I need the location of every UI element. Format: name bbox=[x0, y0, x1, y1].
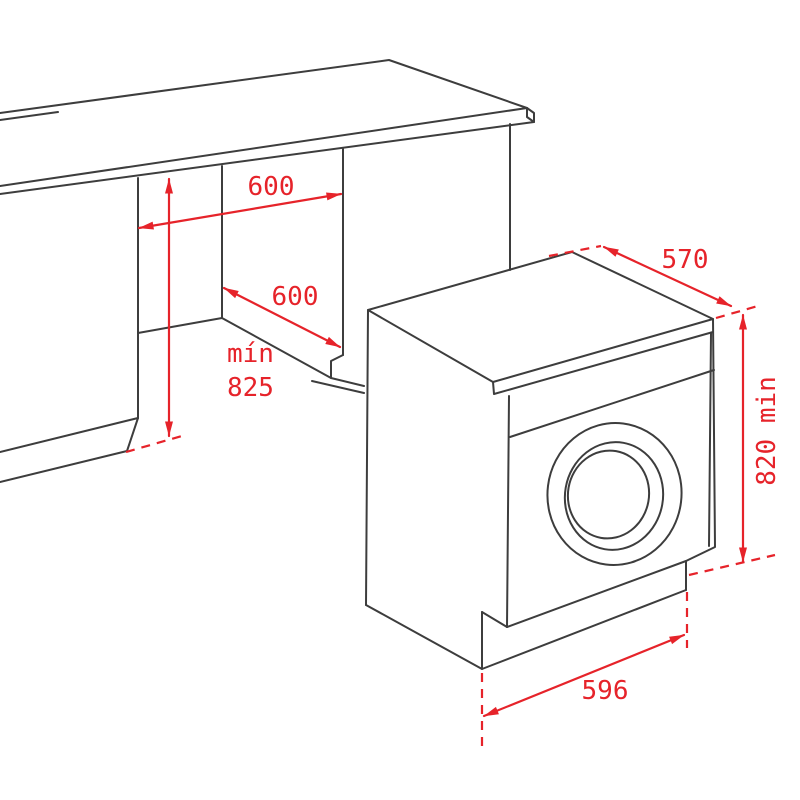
machine-front-panel-left-edge bbox=[506, 395, 510, 628]
niche-height-label-line2: 825 bbox=[227, 373, 274, 403]
left-cabinet-bottom-edge bbox=[0, 417, 139, 453]
machine-width-arrow bbox=[482, 633, 686, 718]
dimension-machine-depth: 570 bbox=[548, 244, 759, 320]
dimension-machine-width: 596 bbox=[480, 592, 689, 747]
countertop-back-and-end-edge bbox=[0, 59, 528, 114]
left-cabinet-kickboard bbox=[0, 417, 139, 483]
machine-front-panel-bottom-edge bbox=[506, 560, 687, 628]
countertop-back-thickness-edge bbox=[0, 111, 59, 121]
niche-height-label-line1: mín bbox=[227, 339, 274, 369]
kitchen-counter bbox=[0, 59, 535, 483]
machine-height-label: 820 min bbox=[752, 376, 782, 486]
dimension-niche-height: mín 825 bbox=[125, 177, 274, 454]
countertop-end-cap bbox=[526, 107, 535, 123]
countertop-front-bottom-edge bbox=[0, 121, 535, 195]
machine-height-floor-extension bbox=[688, 553, 776, 577]
dimension-machine-height: 820 min bbox=[688, 313, 782, 577]
countertop-front-top-edge bbox=[0, 107, 528, 187]
niche-height-floor-extension bbox=[125, 434, 183, 454]
machine-control-panel-bottom-edge bbox=[509, 369, 715, 438]
washing-machine bbox=[365, 251, 716, 670]
door-inner-ring bbox=[563, 441, 665, 551]
machine-back-left-edge bbox=[365, 309, 369, 606]
dimension-niche-depth: 600 bbox=[222, 282, 342, 349]
niche-depth-label: 600 bbox=[272, 282, 319, 312]
door-outer-ring bbox=[546, 422, 683, 566]
machine-width-label: 596 bbox=[582, 676, 629, 706]
machine-base-floor-edges bbox=[365, 589, 687, 670]
dimensions: 600 600 mín 825 570 820 min bbox=[125, 172, 782, 747]
machine-depth-extension-left bbox=[548, 244, 602, 258]
niche-width-label: 600 bbox=[248, 172, 295, 202]
machine-front-panel-right-edge bbox=[708, 332, 712, 547]
machine-depth-arrow bbox=[602, 245, 733, 308]
niche-right-plinth-notch bbox=[330, 354, 365, 387]
machine-right-edge bbox=[685, 318, 716, 591]
niche-depth-arrow bbox=[222, 286, 342, 349]
machine-depth-extension-right bbox=[715, 304, 759, 320]
door-glass bbox=[566, 449, 651, 540]
machine-door bbox=[546, 422, 683, 566]
machine-plinth-top-left-edge bbox=[481, 611, 508, 628]
machine-depth-label: 570 bbox=[662, 245, 709, 275]
machine-top-slab-band bbox=[492, 331, 714, 395]
niche-right-plinth-bottom bbox=[311, 380, 365, 394]
